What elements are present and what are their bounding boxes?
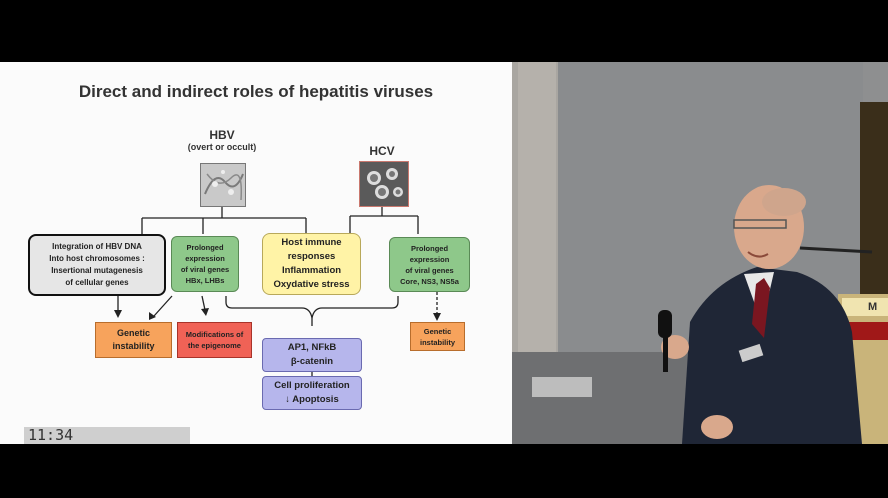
host-immune-line: responses bbox=[287, 251, 336, 262]
genetic-left-line: instability bbox=[112, 341, 155, 351]
host-immune-line: Inflammation bbox=[281, 265, 342, 276]
ap1-line: β-catenin bbox=[290, 356, 334, 367]
integration-line: of cellular genes bbox=[65, 278, 129, 287]
integration-line: Insertional mutagenesis bbox=[51, 266, 143, 275]
hbv-sublabel: (overt or occult) bbox=[187, 142, 257, 152]
hcv-label: HCV bbox=[369, 144, 395, 158]
cell-prolif-line: Cell proliferation bbox=[274, 380, 350, 391]
host-immune-line: Host immune bbox=[281, 237, 342, 248]
integration-line: Integration of HBV DNA bbox=[52, 242, 142, 251]
hcv-micrograph-image bbox=[359, 161, 409, 207]
letterbox-top bbox=[0, 0, 888, 62]
integration-line: Into host chromosomes : bbox=[49, 254, 145, 263]
connector-lines bbox=[114, 206, 441, 376]
genetic-left-line: Genetic bbox=[116, 328, 150, 338]
hbv-prolonged-line: of viral genes bbox=[180, 265, 230, 274]
hcv-prolonged-line: of viral genes bbox=[405, 265, 454, 275]
video-timestamp: 11:34 bbox=[24, 427, 190, 444]
ap1-nfkb-box: AP1, NFkB β-catenin bbox=[262, 338, 362, 372]
banner-letter-text: M bbox=[868, 301, 877, 313]
genetic-instability-box-left: Genetic instability bbox=[95, 322, 172, 358]
cell-proliferation-box: Cell proliferation ↓ Apoptosis bbox=[262, 376, 362, 410]
genetic-instability-box-right: Genetic instability bbox=[410, 322, 465, 351]
hcv-prolonged-line: Core, NS3, NS5a bbox=[400, 276, 459, 286]
hbv-micrograph-image bbox=[200, 163, 246, 207]
host-immune-responses-box: Host immune responses Inflammation Oxyda… bbox=[262, 233, 361, 295]
cell-prolif-line: ↓ Apoptosis bbox=[285, 394, 339, 405]
hcv-prolonged-line: Prolonged bbox=[410, 243, 449, 253]
integration-hbv-dna-box: Integration of HBV DNA Into host chromos… bbox=[28, 234, 166, 296]
epigenome-line: the epigenome bbox=[188, 341, 241, 350]
speaker-photo: M bbox=[512, 62, 888, 444]
presentation-slide: Direct and indirect roles of hepatitis v… bbox=[0, 62, 512, 444]
slide-title: Direct and indirect roles of hepatitis v… bbox=[78, 82, 434, 101]
hbv-prolonged-line: Prolonged bbox=[186, 243, 224, 252]
hcv-prolonged-expression-box: Prolonged expression of viral genes Core… bbox=[389, 237, 470, 292]
epigenome-line: Modifications of bbox=[185, 330, 244, 339]
epigenome-modifications-box: Modifications of the epigenome bbox=[177, 322, 252, 358]
genetic-right-line: instability bbox=[419, 337, 455, 347]
hbv-prolonged-expression-box: Prolonged expression of viral genes HBx,… bbox=[171, 236, 239, 292]
hbv-prolonged-line: expression bbox=[185, 254, 225, 263]
genetic-right-line: Genetic bbox=[423, 326, 452, 336]
hcv-prolonged-line: expression bbox=[409, 254, 450, 264]
host-immune-line: Oxydative stress bbox=[273, 279, 350, 290]
hbv-label: HBV bbox=[209, 128, 235, 142]
hbv-prolonged-line: HBx, LHBs bbox=[185, 276, 225, 285]
ap1-line: AP1, NFkB bbox=[287, 342, 337, 353]
letterbox-bottom bbox=[0, 444, 888, 498]
